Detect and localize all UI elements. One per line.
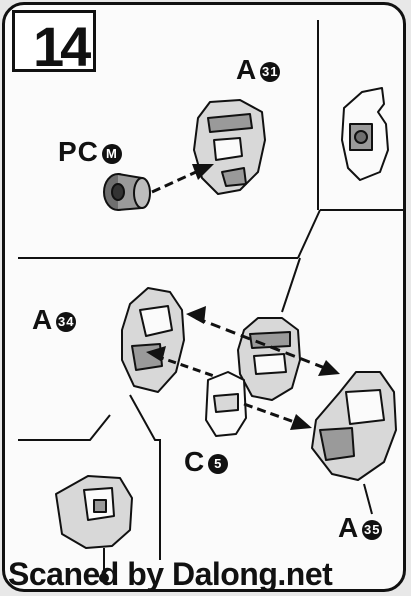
part-letter: A [236,54,258,85]
part-letter: A [32,304,54,335]
part-a34-drawing [121,287,185,393]
part-a35-drawing [311,371,397,515]
step-number-box: 14 [12,10,96,78]
assembly-arrows [146,306,340,430]
part-code-badge: 31 [260,61,281,82]
side-view-drawing [341,87,389,181]
watermark-text: Scaned by Dalong.net [8,556,333,592]
part-c5-drawing [205,371,247,437]
callout-line-1 [297,209,321,259]
panel-dividers [18,20,404,560]
part-a31-drawing [193,99,266,195]
part-code-badge: 5 [208,453,229,474]
inset-callout-right [129,394,161,560]
part-pc-m-drawing [103,173,151,211]
callout-line-2 [281,257,301,313]
part-code-badge: 34 [56,311,77,332]
part-letter: A [338,512,360,543]
part-letter: C [184,446,206,477]
center-part-drawing [237,317,301,401]
arrow-pc-to-a31 [151,164,214,194]
inset-part-drawing [55,475,133,583]
step-number: 14 [33,15,91,78]
part-code-badge: 35 [362,519,383,540]
part-letter: PC [58,136,99,167]
part-code-badge: M [101,143,122,164]
inset-callout-top [18,414,111,441]
